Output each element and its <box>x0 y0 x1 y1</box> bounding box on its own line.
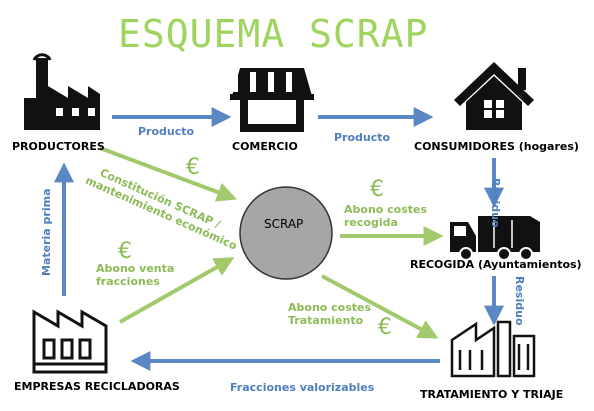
flow-label-fracciones: Fracciones valorizables <box>230 381 375 394</box>
node-label-consumidores: CONSUMIDORES (hogares) <box>414 140 579 153</box>
node-label-tratamiento: TRATAMIENTO Y TRIAJE <box>420 388 564 401</box>
arrow-productores-scrap <box>99 146 237 202</box>
euro-icon: € <box>370 177 384 202</box>
shop-icon <box>230 68 314 132</box>
node-label-productores: PRODUCTORES <box>12 140 105 153</box>
scrap-circle <box>239 186 333 280</box>
arrow-scrap-tratamiento <box>321 274 439 339</box>
house-icon <box>454 62 534 130</box>
flow-label-producto-2: Producto <box>334 131 391 144</box>
arrow-empresas-scrap <box>119 257 235 324</box>
money-label-abono-tratamiento: Abono costes Tratamiento <box>288 301 371 327</box>
diagram-title: ESQUEMA SCRAP <box>118 12 429 56</box>
euro-icon: € <box>186 155 200 180</box>
node-label-comercio: COMERCIO <box>232 140 298 153</box>
scrap-label: SCRAP <box>264 217 304 231</box>
money-label-abono-tratamiento-line-2: Tratamiento <box>288 314 364 327</box>
recycling-factory-icon <box>32 309 108 374</box>
money-label-abono-recogida-line-1: Abono costes <box>344 203 428 216</box>
money-label-abono-venta-line-1: Abono venta <box>96 262 175 275</box>
money-label-abono-venta-line-2: fracciones <box>96 275 160 288</box>
money-label-abono-venta: Abono venta fracciones <box>96 262 174 288</box>
money-label-abono-recogida-line-2: recogida <box>344 216 398 229</box>
euro-icon: € <box>118 239 132 264</box>
flow-label-materia-prima: Materia prima <box>40 188 53 277</box>
flow-label-residuo-1: Residuo <box>489 178 502 228</box>
money-label-abono-tratamiento-line-1: Abono costes <box>288 301 372 314</box>
flow-label-producto-1: Producto <box>138 125 195 138</box>
flow-label-residuo-2: Residuo <box>513 276 526 326</box>
plant-icon <box>450 320 536 378</box>
truck-icon <box>450 216 540 261</box>
money-label-abono-recogida: Abono costes recogida <box>344 203 427 229</box>
factory-icon <box>24 53 100 130</box>
euro-icon: € <box>378 315 392 340</box>
node-label-empresas: EMPRESAS RECICLADORAS <box>14 380 180 393</box>
node-label-recogida: RECOGIDA (Ayuntamientos) <box>410 258 582 271</box>
